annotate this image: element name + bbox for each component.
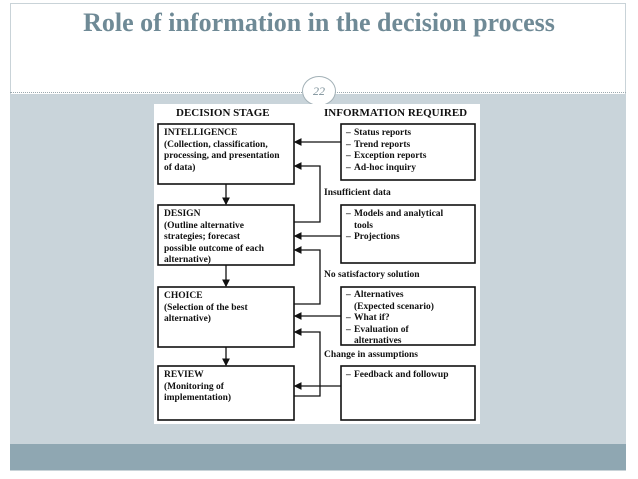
- feedback-loop-choice: [293, 246, 321, 305]
- info-box-design: [340, 204, 476, 264]
- info-item: Trend reports: [346, 140, 426, 152]
- info-item: Evaluation of: [346, 325, 434, 337]
- info-item: Status reports: [346, 128, 426, 140]
- diagram-lines: [157, 123, 476, 421]
- info-item: Ad-hoc inquiry: [346, 163, 426, 175]
- feedback-label-change-in-assumptions: Change in assumptions: [324, 350, 418, 360]
- info-list-choice: Alternatives (Expected scenario) What if…: [346, 290, 434, 348]
- decision-process-diagram: DECISION STAGE INFORMATION REQUIRED INTE…: [154, 104, 480, 424]
- info-item: Projections: [346, 232, 443, 244]
- stage-review: REVIEW (Monitoring of implementation): [164, 370, 231, 405]
- stage-name: CHOICE: [164, 291, 203, 301]
- info-item-continued: tools: [354, 220, 373, 231]
- stage-intelligence: INTELLIGENCE (Collection, classification…: [164, 128, 280, 174]
- info-item-continued: alternatives: [354, 336, 402, 346]
- info-item-continued: (Expected scenario): [354, 301, 434, 312]
- slide-title: Role of information in the decision proc…: [83, 8, 555, 37]
- feedback-loop-design: [293, 162, 321, 223]
- stage-description-line: alternative): [164, 255, 211, 265]
- stage-description-line: of data): [164, 162, 196, 173]
- stage-description-line: (Selection of the best: [164, 302, 248, 313]
- stage-description-line: (Collection, classification,: [164, 139, 268, 150]
- stage-description-line: processing, and presentation: [164, 151, 280, 161]
- info-list-intelligence: Status reports Trend reports Exception r…: [346, 128, 426, 174]
- info-column-header: INFORMATION REQUIRED: [324, 107, 468, 119]
- info-item: Feedback and followup: [346, 370, 449, 382]
- info-item: Exception reports: [346, 151, 426, 163]
- info-item: What if?: [346, 313, 434, 325]
- info-item: Alternatives: [346, 290, 434, 302]
- stage-column-header: DECISION STAGE: [176, 107, 270, 119]
- info-list-design: Models and analytical tools Projections: [346, 209, 443, 244]
- stage-choice: CHOICE (Selection of the best alternativ…: [164, 291, 248, 326]
- stage-name: DESIGN: [164, 209, 201, 219]
- page-number-badge: 22: [302, 76, 336, 106]
- footer-band: [10, 444, 626, 470]
- stage-design: DESIGN (Outline alternative strategies; …: [164, 209, 264, 267]
- feedback-label-insufficient-data: Insufficient data: [324, 188, 391, 198]
- info-list-review: Feedback and followup: [346, 370, 449, 382]
- stage-name: REVIEW: [164, 370, 204, 380]
- info-item: Models and analytical: [346, 209, 443, 221]
- stage-description-line: (Outline alternative: [164, 220, 244, 231]
- info-box-intelligence: [340, 123, 476, 181]
- stage-description-line: strategies; forecast: [164, 232, 241, 242]
- info-box-review: [340, 365, 476, 421]
- feedback-loop-review: [293, 328, 321, 397]
- stage-description-line: (Monitoring of: [164, 381, 224, 392]
- stage-name: INTELLIGENCE: [164, 128, 238, 138]
- stage-description-line: alternative): [164, 314, 211, 324]
- stage-description-line: possible outcome of each: [164, 243, 265, 254]
- stage-description-line: implementation): [164, 393, 232, 403]
- feedback-label-no-satisfactory-solution: No satisfactory solution: [324, 270, 420, 280]
